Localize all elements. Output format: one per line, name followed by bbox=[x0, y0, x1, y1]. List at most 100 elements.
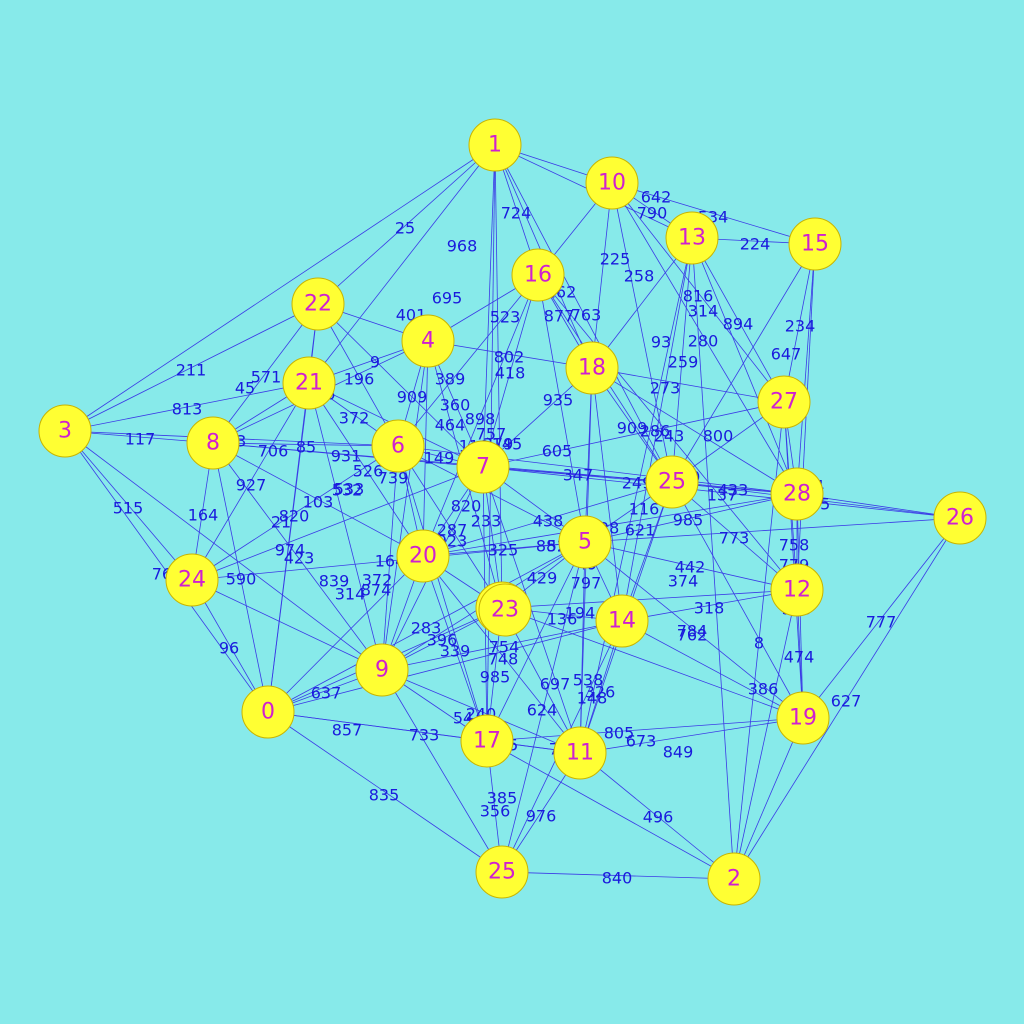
graph-node: 20 bbox=[396, 529, 450, 583]
edge-weight-label: 931 bbox=[331, 447, 362, 466]
edge-weight-label: 45 bbox=[235, 379, 255, 398]
graph-node: 17 bbox=[460, 714, 514, 768]
graph-edge bbox=[501, 871, 735, 880]
edge-weight-label: 360 bbox=[440, 396, 471, 415]
node-circle bbox=[291, 277, 345, 331]
graph-node: 9 bbox=[355, 643, 409, 697]
graph-edge bbox=[584, 493, 798, 543]
edge-weight-label: 325 bbox=[488, 541, 519, 560]
edge-weight-label: 724 bbox=[501, 204, 532, 223]
node-circle bbox=[770, 467, 824, 521]
node-label: 11 bbox=[566, 741, 594, 766]
edge-weight-label: 88 bbox=[536, 537, 556, 556]
graph-edge bbox=[611, 182, 816, 245]
graph-edge bbox=[212, 442, 383, 671]
edge-weight-label: 233 bbox=[471, 512, 502, 531]
graph-edge bbox=[501, 607, 804, 719]
edge-weight-label: 816 bbox=[683, 287, 714, 306]
node-label: 22 bbox=[304, 292, 332, 317]
edge-weight-label: 773 bbox=[719, 529, 750, 548]
graph-edge bbox=[482, 466, 961, 519]
edge-weight-label: 857 bbox=[332, 721, 363, 740]
edge-weight-label: 976 bbox=[526, 807, 557, 826]
edge-weight-label: 968 bbox=[447, 237, 478, 256]
graph-edge bbox=[691, 237, 735, 880]
edge-weight-label: 116 bbox=[629, 500, 660, 519]
graph-edge bbox=[486, 740, 735, 880]
graph-edge bbox=[191, 541, 586, 581]
graph-edge bbox=[783, 243, 816, 403]
edge-weight-label: 396 bbox=[427, 631, 458, 650]
graph-node: 15 bbox=[788, 217, 842, 271]
graph-edge bbox=[796, 493, 961, 519]
edge-weight-label: 840 bbox=[602, 869, 633, 888]
graph-edge bbox=[317, 144, 496, 305]
edge-weight-label: 496 bbox=[643, 808, 674, 827]
graph-edge bbox=[611, 182, 673, 483]
edge-weight-label: 894 bbox=[723, 315, 754, 334]
graph-edge bbox=[64, 144, 496, 432]
edge-weight-label: 533 bbox=[334, 480, 365, 499]
edge-weight-label: 423 bbox=[284, 549, 315, 568]
graph-node: 0 bbox=[241, 685, 295, 739]
edge-weight-label: 225 bbox=[600, 250, 631, 269]
edge-weight-label: 805 bbox=[604, 724, 635, 743]
edge-weight-label: 757 bbox=[476, 425, 507, 444]
node-circle bbox=[707, 852, 761, 906]
graph-node: 2 bbox=[707, 852, 761, 906]
edge-layer bbox=[64, 144, 961, 880]
graph-node: 27 bbox=[757, 375, 811, 429]
graph-node: 1 bbox=[468, 118, 522, 172]
graph-node: 18 bbox=[565, 341, 619, 395]
graph-edge bbox=[267, 711, 503, 873]
graph-node: 22 bbox=[291, 277, 345, 331]
graph-edge bbox=[397, 445, 586, 543]
graph-edge bbox=[482, 274, 539, 468]
node-label: 18 bbox=[578, 356, 606, 381]
edge-weight-label: 148 bbox=[577, 689, 608, 708]
edge-weight-label: 442 bbox=[675, 558, 706, 577]
edge-weight-label: 372 bbox=[339, 409, 370, 428]
edge-weight-label: 515 bbox=[113, 499, 144, 518]
edge-weight-label: 647 bbox=[771, 345, 802, 364]
edge-weight-label: 21 bbox=[271, 513, 291, 532]
graph-edge bbox=[591, 367, 798, 495]
edge-weight-label: 243 bbox=[654, 427, 685, 446]
graph-node: 26 bbox=[933, 491, 987, 545]
edge-weight-label: 849 bbox=[663, 743, 694, 762]
graph-edge bbox=[783, 401, 804, 719]
edge-weight-label: 149 bbox=[424, 449, 455, 468]
graph-node: 13 bbox=[665, 211, 719, 265]
node-label: 21 bbox=[295, 371, 323, 396]
graph-edge bbox=[671, 481, 798, 591]
node-label: 25 bbox=[488, 860, 516, 885]
graph-edge bbox=[212, 442, 269, 713]
edge-weight-label: 800 bbox=[703, 427, 734, 446]
graph-node: 24 bbox=[165, 553, 219, 607]
graph-node: 5 bbox=[558, 515, 612, 569]
node-label: 15 bbox=[801, 232, 829, 257]
node-circle bbox=[770, 563, 824, 617]
edge-weight-label: 985 bbox=[480, 668, 511, 687]
graph-node: 3 bbox=[38, 404, 92, 458]
node-circle bbox=[478, 583, 532, 637]
node-label: 17 bbox=[473, 729, 501, 754]
node-circle bbox=[38, 404, 92, 458]
graph-node: 11 bbox=[553, 726, 607, 780]
edge-weight-label: 748 bbox=[488, 650, 519, 669]
graph-edge bbox=[733, 589, 798, 880]
node-circle bbox=[475, 845, 529, 899]
graph-edge bbox=[621, 589, 798, 622]
node-circle bbox=[456, 440, 510, 494]
graph-edge bbox=[591, 367, 623, 622]
edge-weight-label: 136 bbox=[547, 610, 578, 629]
node-label: 4 bbox=[421, 329, 435, 354]
edge-weight-label: 224 bbox=[740, 235, 771, 254]
edge-weight-label: 418 bbox=[495, 364, 526, 383]
edge-weight-label: 326 bbox=[585, 683, 616, 702]
graph-edge bbox=[482, 144, 496, 468]
node-label: 25 bbox=[658, 470, 686, 495]
edge-weight-label: 211 bbox=[176, 361, 207, 380]
graph-edge bbox=[422, 555, 488, 742]
node-label: 2 bbox=[727, 867, 741, 892]
